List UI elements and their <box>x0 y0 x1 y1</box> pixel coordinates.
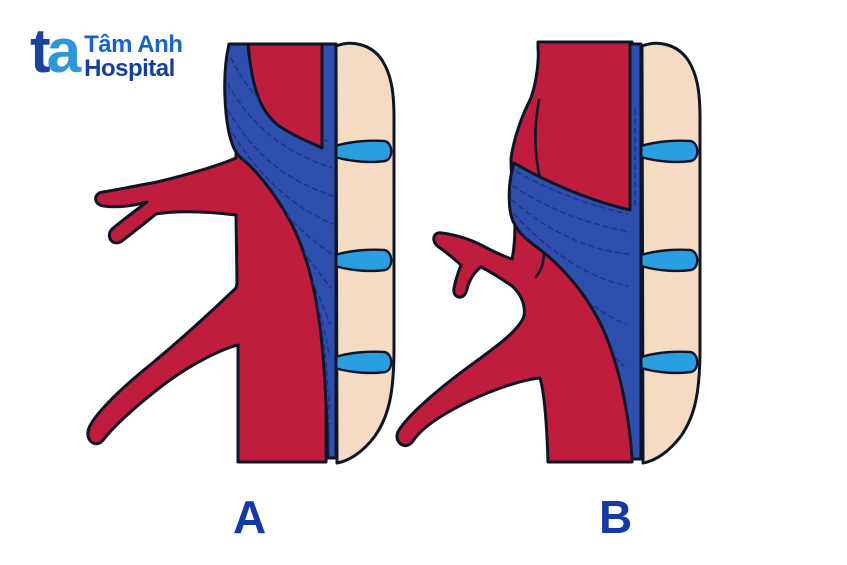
disc-a-2 <box>333 248 393 273</box>
disc-b-2 <box>639 248 699 273</box>
disc-a-3 <box>333 350 393 375</box>
hospital-logo: ta Tâm Anh Hospital <box>30 21 183 83</box>
figure-a <box>86 41 396 465</box>
disc-b-1 <box>639 139 699 164</box>
disc-a-1 <box>333 139 393 164</box>
logo-mark-a: a <box>46 17 82 86</box>
figure-a-label: A <box>233 491 267 543</box>
median-arcuate-ligament-b <box>507 42 643 461</box>
aorta-celiac-artery-a <box>86 42 328 464</box>
figure-b-label: B <box>599 491 633 543</box>
median-arcuate-ligament-a <box>223 42 338 460</box>
figure-b <box>395 40 702 465</box>
logo-text: Tâm Anh Hospital <box>84 24 183 82</box>
logo-mark-t: t <box>30 17 51 86</box>
logo-ta-icon: ta <box>30 21 81 83</box>
disc-b-3 <box>639 350 699 375</box>
logo-hospital-suffix: Hospital <box>84 55 175 82</box>
logo-hospital-name: Tâm Anh <box>84 31 183 58</box>
